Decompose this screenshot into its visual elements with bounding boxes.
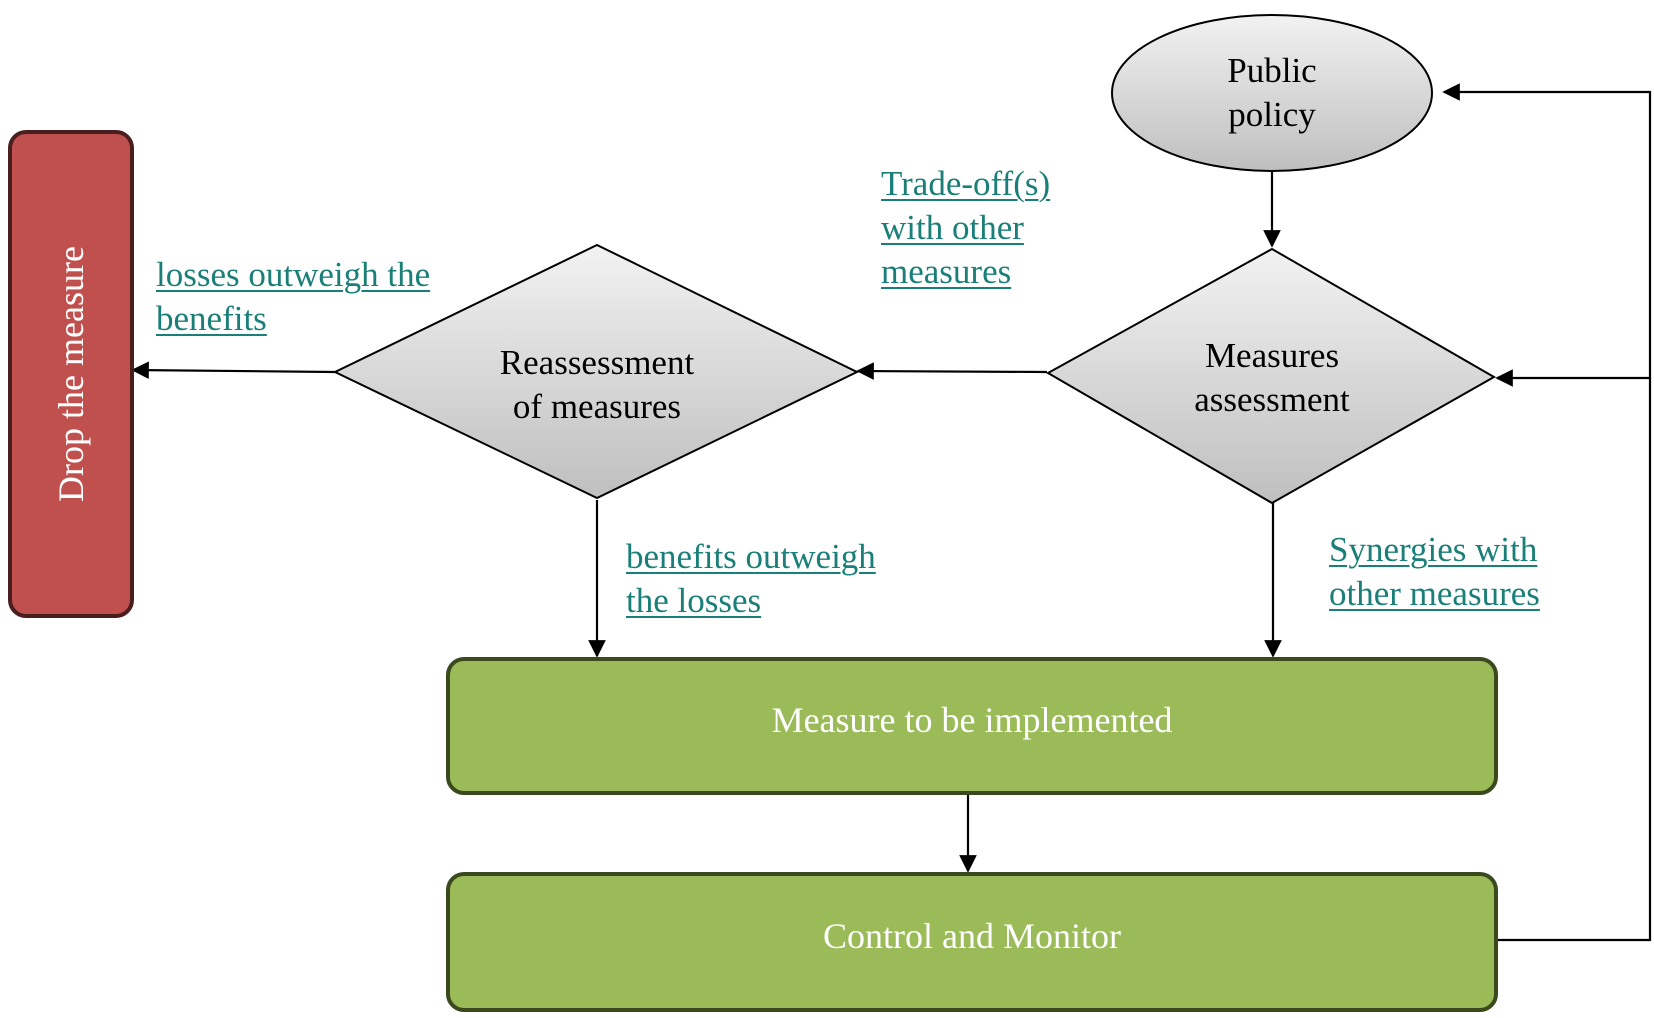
trade-offs-line-2: with other	[881, 208, 1024, 247]
measures-assessment-line-1: Measures	[1205, 336, 1339, 375]
synergies-line-1: Synergies with	[1329, 530, 1538, 569]
svg-text:assessment: assessment	[1194, 380, 1350, 419]
measure-implemented-node: Measure to be implemented	[446, 657, 1498, 795]
losses-outweigh-line-1: losses outweigh the	[156, 255, 431, 294]
svg-text:Drop the measure: Drop the measure	[51, 246, 91, 502]
trade-offs-line-3: measures	[881, 252, 1012, 291]
trade-offs-line-1: Trade-off(s)	[881, 164, 1051, 203]
benefits-outweigh-label: benefits outweigh the losses	[626, 535, 876, 623]
svg-text:Measure to be implemented: Measure to be implemented	[772, 700, 1173, 740]
control-monitor-label: Control and Monitor	[823, 916, 1121, 956]
svg-text:of measures: of measures	[513, 387, 681, 426]
edge-control-feedback-to-policy	[1442, 83, 1652, 942]
measures-assessment-line-2: assessment	[1194, 380, 1350, 419]
svg-text:policy: policy	[1228, 95, 1316, 134]
synergies-line-2: other measures	[1329, 574, 1540, 613]
edge-reassessment-to-drop	[131, 361, 336, 379]
measure-implemented-label: Measure to be implemented	[772, 700, 1173, 740]
public-policy-line-2: policy	[1228, 95, 1316, 134]
svg-text:Measures: Measures	[1205, 336, 1339, 375]
public-policy-line-1: Public	[1227, 51, 1316, 90]
reassessment-line-2: of measures	[513, 387, 681, 426]
svg-text:Reassessment: Reassessment	[500, 343, 695, 382]
edge-assessment-to-reassessment	[856, 362, 1048, 380]
synergies-label: Synergies with other measures	[1329, 528, 1540, 616]
control-monitor-node: Control and Monitor	[446, 872, 1498, 1012]
svg-text:Control and Monitor: Control and Monitor	[823, 916, 1121, 956]
reassessment-node: Reassessment of measures	[332, 243, 860, 500]
reassessment-line-1: Reassessment	[500, 343, 695, 382]
benefits-outweigh-line-1: benefits outweigh	[626, 537, 876, 576]
losses-outweigh-label: losses outweigh the benefits	[156, 253, 430, 341]
trade-offs-label: Trade-off(s) with other measures	[881, 162, 1050, 294]
drop-measure-node: Drop the measure	[8, 130, 134, 618]
public-policy-node: Public policy	[1111, 14, 1433, 172]
measures-assessment-node: Measures assessment	[1045, 247, 1497, 505]
svg-text:Public: Public	[1227, 51, 1316, 90]
benefits-outweigh-line-2: the losses	[626, 581, 762, 620]
losses-outweigh-line-2: benefits	[156, 299, 267, 338]
drop-measure-label: Drop the measure	[51, 246, 91, 502]
